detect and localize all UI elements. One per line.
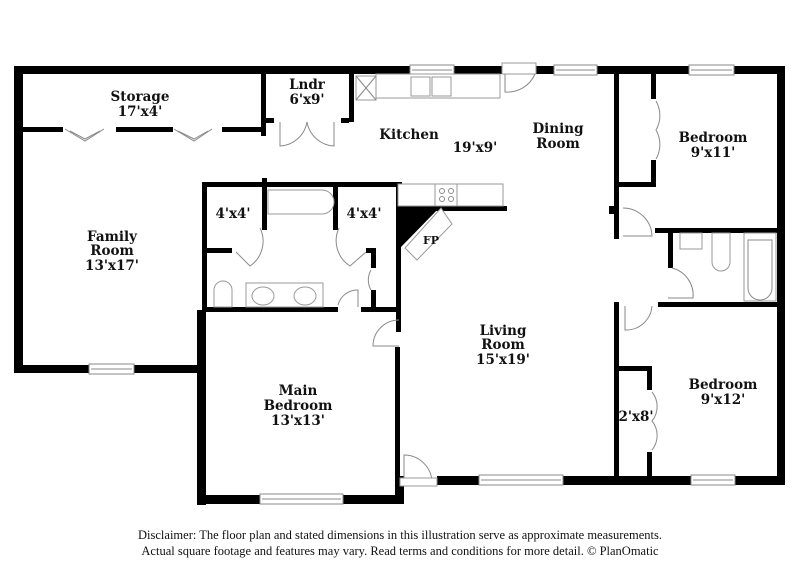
main-bedroom-label-2: Bedroom	[264, 398, 333, 414]
storage-dims: 17'x4'	[118, 104, 163, 120]
bedroom-se-label: Bedroom	[689, 377, 758, 393]
closet-se-dims: 2'x8'	[618, 409, 653, 425]
bedroom-se-dims: 9'x12'	[701, 392, 746, 408]
family-label-1: Family	[87, 229, 138, 245]
storage-label: Storage	[111, 89, 170, 105]
kitchen-dims: 19'x9'	[453, 140, 498, 156]
laundry-dims: 6'x9'	[289, 92, 324, 108]
interior-walls	[23, 74, 785, 482]
room-labels: Storage 17'x4' Lndr 6'x9' Kitchen 19'x9'…	[85, 77, 757, 429]
doors-fixtures	[64, 62, 777, 487]
bedroom-ne-label: Bedroom	[679, 130, 748, 146]
fireplace-label: FP	[423, 234, 439, 247]
laundry-label: Lndr	[289, 77, 326, 93]
bedroom-ne-dims: 9'x11'	[691, 145, 736, 161]
disclaimer-line-1: Disclaimer: The floor plan and stated di…	[138, 528, 662, 542]
dining-label-1: Dining	[532, 121, 584, 137]
exterior-walls	[14, 66, 785, 505]
kitchen-label: Kitchen	[379, 127, 439, 143]
living-label-1: Living	[480, 323, 527, 339]
windows	[88, 64, 736, 505]
family-dims: 13'x17'	[85, 258, 139, 274]
main-bedroom-label-1: Main	[279, 383, 318, 399]
closet-w-dims: 4'x4'	[215, 206, 250, 222]
main-bedroom-dims: 13'x13'	[271, 413, 325, 429]
dining-label-2: Room	[536, 136, 580, 152]
living-dims: 15'x19'	[476, 352, 530, 368]
family-label-2: Room	[90, 243, 134, 259]
closet-e-dims: 4'x4'	[346, 206, 381, 222]
disclaimer-line-2: Actual square footage and features may v…	[141, 544, 659, 558]
living-label-2: Room	[481, 337, 525, 353]
